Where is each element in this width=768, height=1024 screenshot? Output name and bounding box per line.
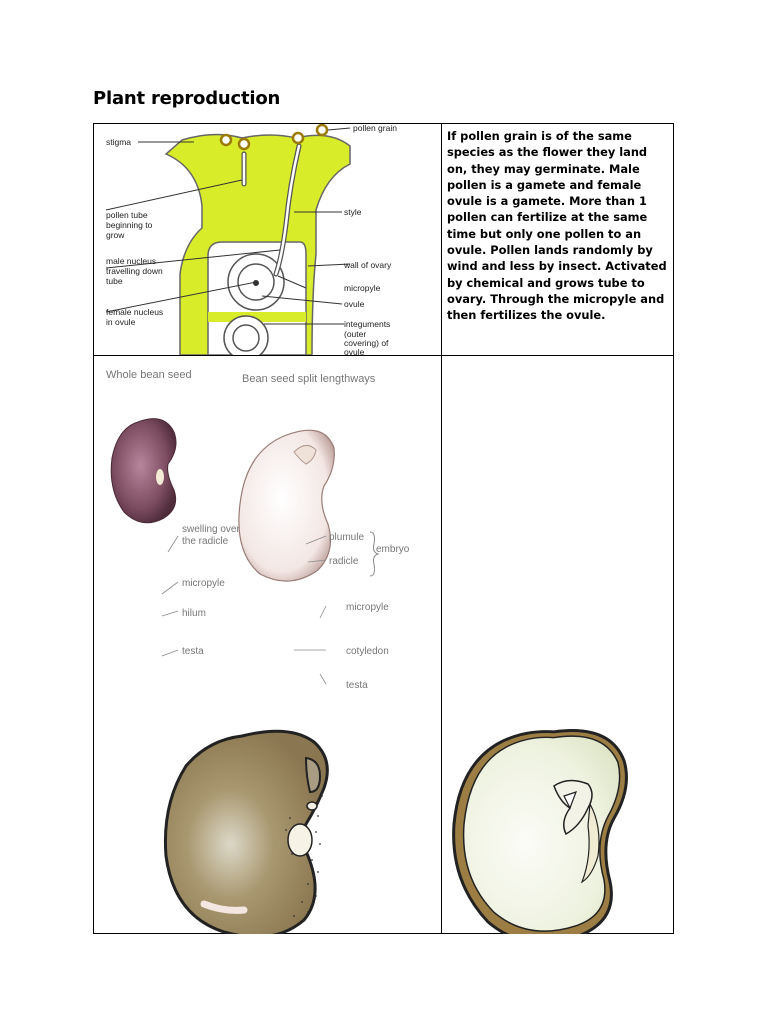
label-stigma: stigma [106,137,131,147]
label-micropyle-left: micropyle [182,578,225,589]
label-pollen-tube-2: beginning to [106,220,153,230]
label-male-nucleus-2: travelling down [106,266,163,276]
content-table: pollen grain stigma pollen tube beginnin… [93,123,674,934]
fertilization-diagram-cell: pollen grain stigma pollen tube beginnin… [94,124,441,355]
pollen-grain-icon [239,139,249,149]
embryo-brace [370,532,378,576]
split-bean-title: Bean seed split lengthways [242,373,376,385]
label-integuments-4: ovule [344,347,365,355]
label-swelling-2: the radicle [182,536,229,547]
label-hilum: hilum [182,608,206,619]
page-title: Plant reproduction [93,88,280,109]
label-wall-of-ovary: wall of ovary [343,260,392,270]
hilum-mark [156,469,164,485]
label-pollen-grain: pollen grain [353,124,397,133]
label-female-nucleus-2: in ovule [106,317,136,327]
fertilization-diagram: pollen grain stigma pollen tube beginnin… [94,124,441,355]
label-embryo: embryo [376,544,410,555]
label-pollen-tube-3: grow [106,230,125,240]
split-bean-illustration [442,356,674,934]
pollen-grain-icon [293,133,303,143]
label-micropyle: micropyle [344,283,381,293]
label-testa-right: testa [346,680,368,691]
split-bean-photo [239,430,334,581]
label-style: style [344,207,362,217]
female-nucleus [253,280,259,286]
bean-diagram-cell: Whole bean seed Bean seed split lengthwa… [94,356,441,934]
label-cotyledon: cotyledon [346,646,389,657]
label-pollen-tube: pollen tube [106,210,148,220]
bean-seed-diagram: Whole bean seed Bean seed split lengthwa… [94,356,441,934]
hilum-scar [288,824,312,856]
label-female-nucleus: female nucleus [106,307,163,317]
label-male-nucleus: male nucleus [106,256,156,266]
label-integuments: integuments [344,319,390,329]
description-paragraph: If pollen grain is of the same species a… [447,128,669,324]
label-male-nucleus-3: tube [106,276,123,286]
pollen-grain-icon [221,135,231,145]
pollen-grain-icon [317,125,327,135]
label-ovule: ovule [344,299,365,309]
whole-bean-photo [111,419,176,523]
whole-bean-title: Whole bean seed [106,369,192,381]
label-radicle: radicle [329,556,359,567]
micropyle-spot [307,802,317,810]
label-plumule: plumule [329,532,364,543]
split-bean-illustration-cell [442,356,674,934]
label-swelling: swelling over [182,524,240,535]
ovule-lower-inner [233,325,259,351]
label-micropyle-right: micropyle [346,602,389,613]
label-testa-left: testa [182,646,204,657]
